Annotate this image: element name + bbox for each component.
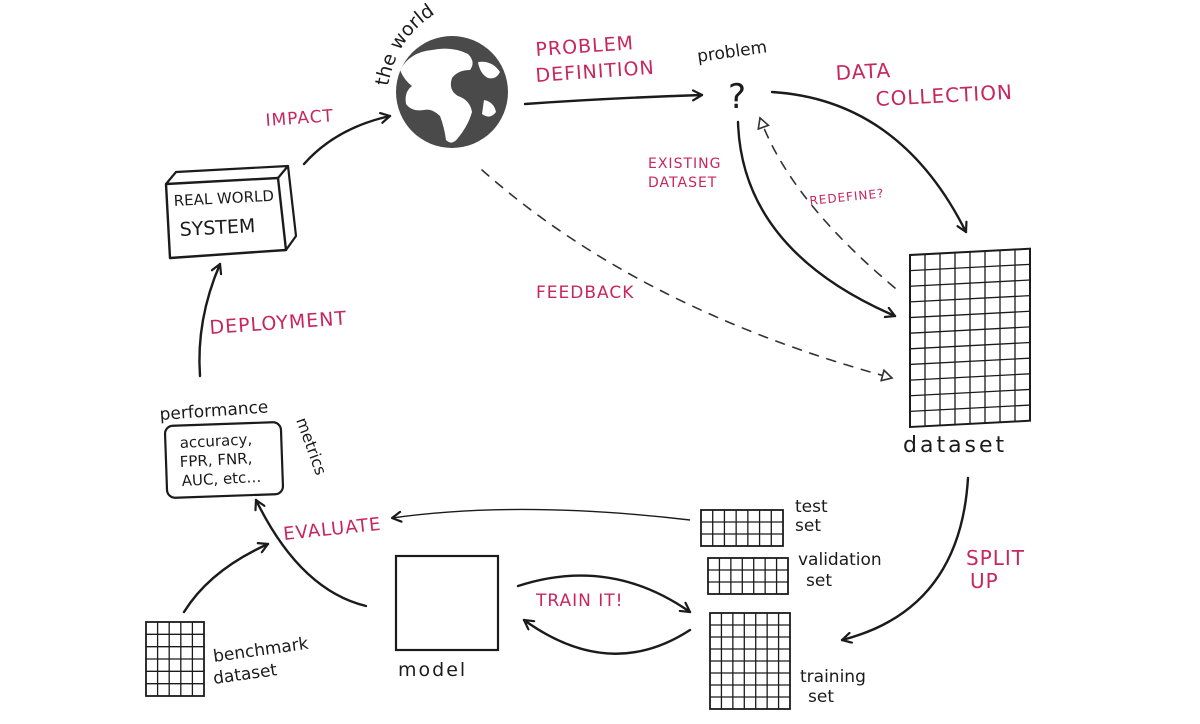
arrow-train-forward: [516, 574, 692, 614]
problem-definition-label-2: DEFINITION: [535, 57, 656, 87]
train-it-label: TRAIN IT!: [535, 591, 623, 611]
grid-row-line: [910, 357, 1030, 366]
evaluate-label: EVALUATE: [282, 514, 382, 545]
metrics-box: [163, 421, 285, 499]
training-set-label-1: training: [800, 667, 866, 687]
grid-row-line: [910, 404, 1030, 413]
grid-row-line: [910, 388, 1030, 397]
validation-set-label-2: set: [806, 571, 832, 591]
feedback-label: FEEDBACK: [536, 283, 634, 303]
arrow-split-up: [840, 476, 970, 640]
arrow-world-to-problem: [523, 95, 704, 106]
validation-set-label-1: validation: [798, 550, 882, 570]
arrow-redefine: [760, 118, 896, 289]
grid-row-line: [910, 294, 1030, 303]
grid-row-line: [910, 263, 1030, 272]
training-set-grid: [709, 612, 791, 710]
real-world-system-box: [164, 164, 298, 260]
metrics-label: metrics: [292, 415, 330, 478]
dataset-label: dataset: [903, 433, 1007, 458]
problem-definition-label-1: PROBLEM: [535, 32, 635, 61]
test-set-label-1: test: [795, 497, 828, 517]
grid-row-line: [910, 341, 1030, 350]
globe-icon: [396, 36, 508, 148]
real-world-system-label-1: REAL WORLD: [173, 187, 274, 210]
test-set-label-2: set: [795, 516, 821, 536]
metrics-line-3: AUC, etc…: [181, 468, 261, 490]
training-set-label-2: set: [808, 687, 834, 707]
arrow-model-to-metrics: [256, 498, 368, 608]
metrics-line-1: accuracy,: [179, 430, 252, 452]
model-label: model: [398, 659, 467, 681]
problem-label: problem: [696, 37, 768, 67]
grid-row-line: [910, 310, 1030, 319]
performance-label: performance: [159, 397, 269, 425]
arrow-test-to-evaluate: [392, 508, 691, 520]
grid-row-line: [910, 326, 1030, 334]
impact-label: IMPACT: [265, 106, 335, 131]
existing-dataset-label-1: EXISTING: [648, 156, 721, 172]
existing-dataset-label-2: DATASET: [648, 175, 717, 191]
arrow-deployment: [198, 262, 220, 378]
benchmark-dataset-grid: [145, 621, 205, 697]
arrow-impact: [302, 116, 392, 166]
split-up-label-1: SPLIT: [966, 546, 1025, 570]
arrow-problem-to-dataset: [770, 90, 966, 234]
metrics-line-2: FPR, FNR,: [179, 449, 253, 471]
grid-row-line: [910, 279, 1030, 287]
arrow-train-back: [522, 618, 692, 655]
deployment-label: DEPLOYMENT: [209, 307, 348, 339]
data-collection-label-1: DATA: [835, 58, 892, 85]
split-up-label-2: UP: [970, 569, 999, 593]
problem-question-mark: ?: [728, 77, 746, 117]
real-world-system-label-2: SYSTEM: [179, 215, 256, 241]
arrow-feedback: [481, 169, 892, 378]
data-collection-label-2: COLLECTION: [875, 80, 1013, 111]
test-set-grid: [700, 509, 784, 547]
arrow-benchmark-to-metrics: [182, 544, 270, 614]
validation-set-grid: [707, 557, 789, 595]
model-box: [394, 554, 500, 652]
redefine-label: REDEFINE?: [809, 186, 885, 208]
arrow-existing-dataset: [736, 120, 897, 316]
dataset-grid: [909, 247, 1031, 429]
grid-row-line: [910, 373, 1030, 381]
